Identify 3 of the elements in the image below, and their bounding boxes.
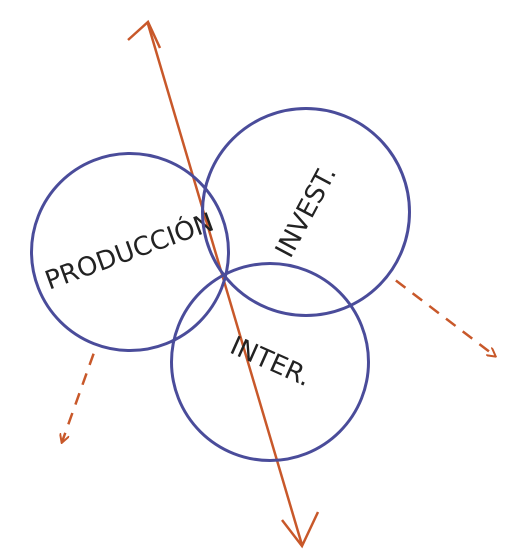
dashed-arrow xyxy=(395,279,497,358)
dashed-arrow xyxy=(59,353,95,444)
category-circle xyxy=(30,152,230,352)
